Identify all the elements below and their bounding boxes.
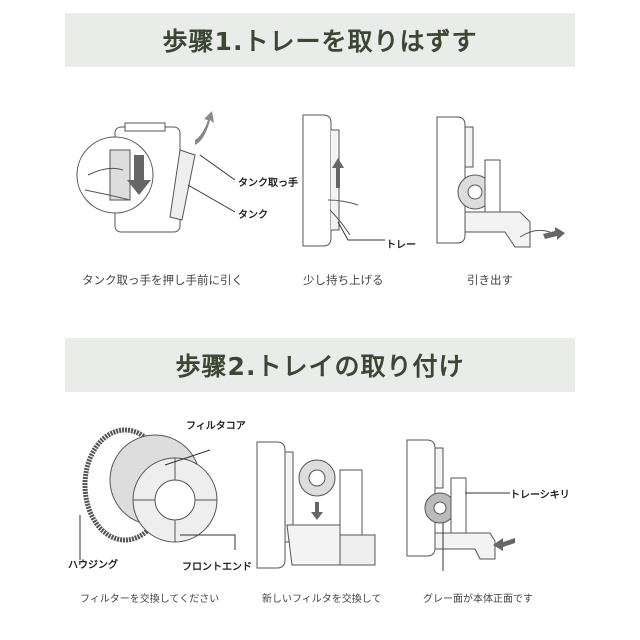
- step2-caption-1: フィルターを交換してください: [80, 594, 220, 605]
- step1-caption-2: 少し持ち上げる: [303, 273, 384, 287]
- label-housing: ハウジング: [68, 560, 118, 571]
- tray-pull-out-illustration: [436, 116, 565, 248]
- step1-caption-3: 引き出す: [467, 273, 513, 287]
- tray-lift-illustration: [302, 114, 385, 247]
- label-filter-core: フィルタコア: [186, 421, 246, 432]
- step1-title: 歩骤1.トレーを取りはずす: [162, 27, 478, 56]
- step1-caption-1: タンク取っ手を押し手前に引く: [82, 273, 243, 287]
- label-front-end: フロントエンド: [182, 562, 252, 573]
- tray-insert-illustration: [406, 439, 515, 571]
- label-tank: タンク: [238, 210, 268, 221]
- filter-insert-illustration: [256, 441, 376, 569]
- step1-header: 歩骤1.トレーを取りはずす: [65, 13, 575, 67]
- step2-caption-2: 新しいフィルタを交換して: [262, 594, 382, 605]
- step2-header: 歩骤2.トレイの取り付け: [65, 338, 575, 392]
- step2-caption-3: グレー面が本体正面です: [423, 594, 533, 605]
- tank-removal-illustration: [76, 111, 236, 233]
- label-tank-handle: タンク取っ手: [238, 178, 298, 189]
- label-tray: トレー: [386, 240, 416, 251]
- step2-title: 歩骤2.トレイの取り付け: [175, 352, 465, 381]
- label-tray-divider: トレーシキリ: [510, 490, 570, 501]
- filter-parts-illustration: [79, 427, 236, 560]
